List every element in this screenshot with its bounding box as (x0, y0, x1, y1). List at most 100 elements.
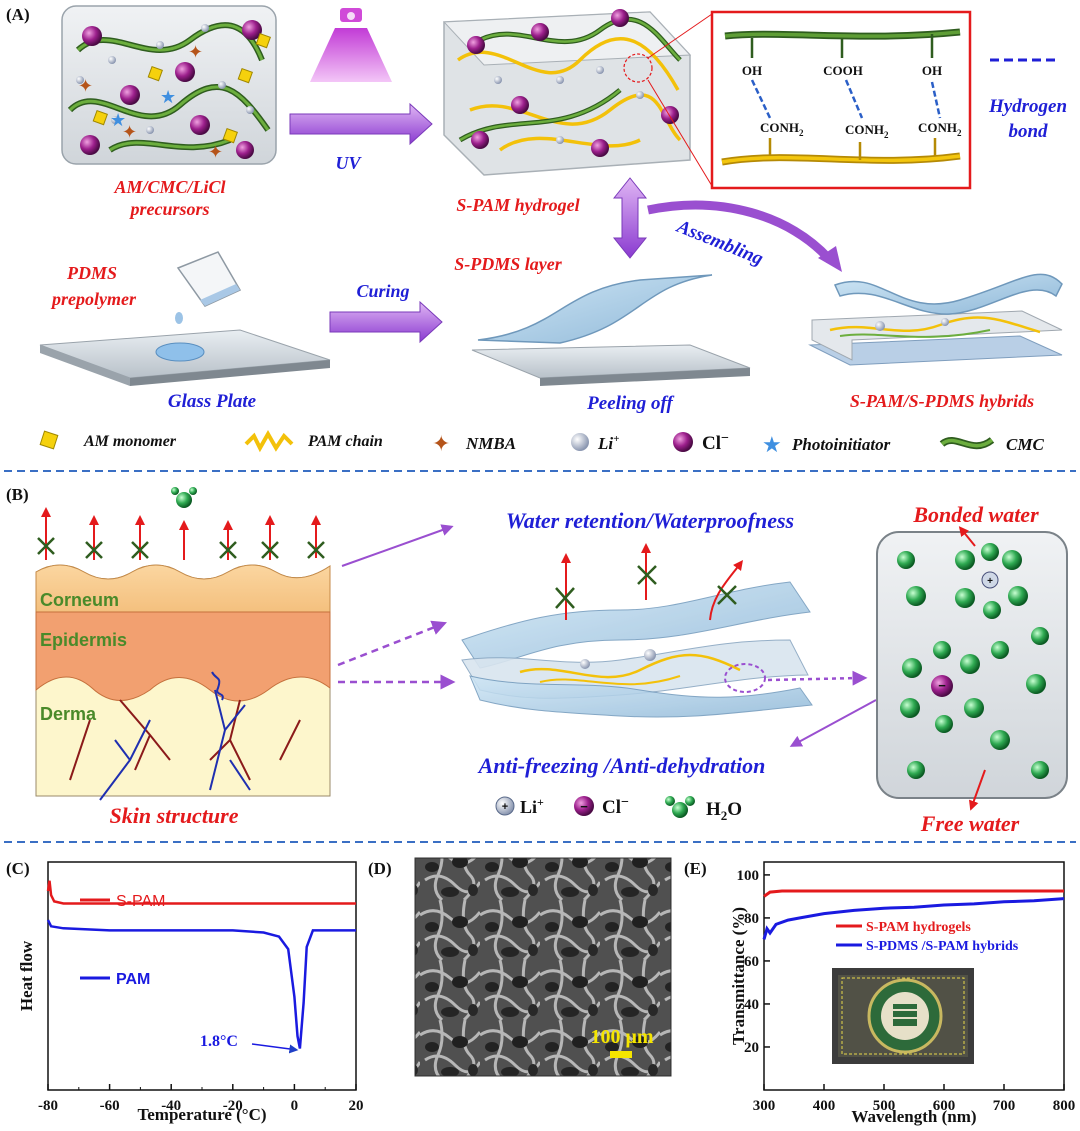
legend-spam: S-PAM (116, 893, 165, 910)
peeling-label: Peeling off (586, 393, 674, 414)
chart-e-xtick-label: 800 (1053, 1098, 1076, 1114)
legend-cmc: CMC (1006, 435, 1044, 454)
precursor-label-1: AM/CMC/LiCl (113, 177, 225, 197)
legend-photo: Photoinitiator (791, 435, 891, 454)
hydrogen-bond-inset: OH COOH OH CONH2 CONH2 CONH2 (712, 12, 970, 188)
chart-e-ytick-label: 100 (737, 868, 760, 884)
am-monomer-icon (40, 431, 58, 449)
glass-plate (40, 330, 330, 386)
legend-e2: S-PDMS /S-PAM hybrids (866, 939, 1019, 954)
spdms-layer-label: S-PDMS layer (454, 254, 562, 274)
photoinitiator-icon: ★ (762, 432, 782, 457)
svg-text:✦: ✦ (208, 142, 223, 162)
beaker-icon (175, 252, 240, 324)
skin-label: Skin structure (110, 803, 239, 828)
derma-label: Derma (40, 704, 97, 724)
chem-top-group-2: COOH (823, 63, 863, 78)
chart-c-frame (48, 862, 356, 1090)
legend-am: AM monomer (83, 433, 177, 450)
pdms-label-2: prepolymer (50, 289, 137, 309)
series-spam-hydrogels-line (764, 891, 1064, 896)
scale-bar (610, 1051, 632, 1058)
panel-b: (B) Corneum Epidermis Derma Skin structu… (6, 485, 1067, 836)
chart-c-xtick-label: -80 (38, 1098, 58, 1114)
inset-photo (832, 968, 974, 1064)
hybrid-assembly (810, 274, 1062, 365)
h2o-icon (665, 796, 695, 818)
hydrogel-block (444, 9, 712, 186)
panel-e-label: (E) (684, 859, 707, 878)
panel-a-legend: AM monomer PAM chain ✦ NMBA Li+ Cl− ★ Ph… (40, 431, 1044, 457)
curing-label: Curing (356, 281, 409, 301)
svg-text:−: − (938, 678, 946, 693)
glass-label: Glass Plate (168, 391, 257, 412)
vertical-double-arrow (614, 178, 646, 258)
chart-c-ylabel: Heat flow (17, 940, 36, 1011)
uv-arrow (290, 104, 432, 144)
bonded-label: Bonded water (912, 502, 1039, 527)
svg-text:✦: ✦ (78, 76, 93, 96)
cl-ion-icon (673, 432, 693, 452)
panel-a-label: (A) (6, 5, 30, 24)
retention-label: Water retention/Waterproofness (506, 508, 794, 533)
chem-top-group-1: OH (742, 63, 762, 78)
hybrid-label: S-PAM/S-PDMS hybrids (850, 391, 1034, 411)
svg-text:★: ★ (110, 110, 126, 130)
assembling-label: Assembling (673, 216, 766, 270)
water-box: + − (877, 530, 1067, 806)
panel-c-label: (C) (6, 859, 30, 878)
water-molecule-icon (171, 487, 197, 508)
corneum-label: Corneum (40, 590, 119, 610)
free-label: Free water (920, 811, 1020, 836)
nmba-icon: ✦ (432, 431, 450, 456)
svg-text:−: − (580, 799, 588, 814)
curing-arrow (330, 302, 442, 342)
panel-d-label: (D) (368, 859, 392, 878)
annotation-arrow (252, 1044, 294, 1050)
chart-c-xtick-label: 20 (349, 1098, 364, 1114)
antifreeze-label: Anti-freezing /Anti-dehydration (477, 753, 766, 778)
arrow-back (795, 700, 876, 744)
hbond-label-1: Hydrogen (988, 96, 1067, 117)
series-pam-line (48, 920, 356, 1049)
layered-hybrid-sheets (462, 548, 812, 717)
panel-b-label: (B) (6, 485, 29, 504)
panel-d: (D) 100 μm (368, 858, 671, 1076)
chart-c-xlabel: Temperature (°C) (137, 1105, 266, 1124)
svg-text:✦: ✦ (188, 42, 203, 62)
legend-e1: S-PAM hydrogels (866, 920, 971, 935)
scale-bar-label: 100 μm (591, 1026, 654, 1048)
hydrogel-label: S-PAM hydrogel (456, 195, 579, 215)
annotation-label: 1.8°C (200, 1033, 238, 1050)
arrow-epidermis (338, 625, 440, 665)
chart-e-xlabel: Wavelength (nm) (851, 1107, 976, 1126)
legend-cl: Cl− (702, 431, 729, 454)
legend-pam: PAM chain (307, 433, 383, 450)
chart-e-xtick-label: 700 (993, 1098, 1016, 1114)
chart-e-xtick-label: 400 (813, 1098, 836, 1114)
precursor-box: ✦ ✦ ✦ ✦ ★ ★ (62, 6, 276, 164)
chart-e-ylabel: Transmittance (%) (729, 907, 748, 1045)
legend-nmba: NMBA (465, 434, 516, 453)
uv-label: UV (335, 153, 362, 173)
hbond-label-2: bond (1008, 121, 1048, 142)
chart-e-xtick-label: 300 (753, 1098, 776, 1114)
panel-b-legend: + Li+ − Cl− H2O (496, 795, 742, 823)
pdms-label-1: PDMS (66, 263, 117, 283)
svg-text:+: + (987, 576, 993, 587)
svg-text:+: + (502, 801, 508, 813)
chart-c-xtick-label: -60 (100, 1098, 120, 1114)
uv-lamp-icon (310, 8, 392, 82)
legend-h2o: H2O (706, 799, 742, 823)
epidermis-label: Epidermis (40, 630, 127, 650)
chem-top-group-3: OH (922, 63, 942, 78)
arrow-to-retention (342, 528, 448, 566)
legend-cl-b: Cl− (602, 795, 629, 818)
precursor-label-2: precursors (128, 199, 209, 219)
legend-li: Li+ (597, 433, 619, 453)
peeling-sheet (472, 275, 750, 386)
svg-text:★: ★ (160, 87, 176, 107)
legend-pam: PAM (116, 971, 150, 988)
